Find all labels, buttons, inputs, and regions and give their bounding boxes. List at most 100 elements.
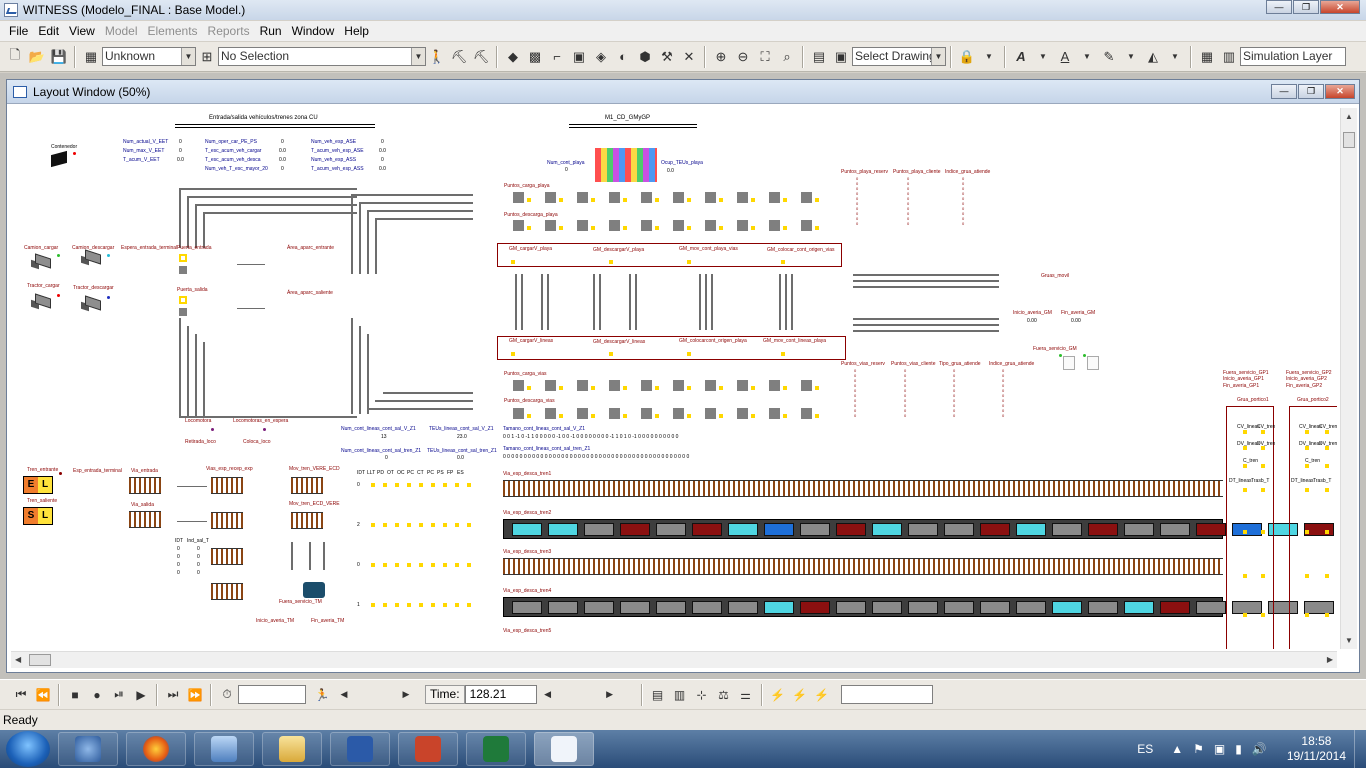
wagon[interactable] [548,523,578,536]
zoom-fit-icon[interactable]: ⛶ [760,48,770,64]
drawing-combo[interactable]: Select Drawing ▼ [852,47,946,66]
network-tray-icon[interactable]: ▣ [1213,742,1226,756]
wagon[interactable] [1016,601,1046,614]
walk-icon[interactable]: 🚶 [428,48,446,64]
scroll-up-icon[interactable]: ▲ [1345,112,1353,121]
rewind-start-icon[interactable]: ⏮ [15,687,27,701]
gate-salida-icon[interactable] [179,296,187,304]
wagon[interactable] [584,601,614,614]
wagon[interactable] [584,523,614,536]
select-drawing-icon[interactable]: ▣ [834,48,848,64]
wagon[interactable] [908,523,938,536]
via-desca-train-4[interactable] [503,597,1334,617]
task-thunderbird[interactable] [58,732,118,766]
menu-elements[interactable]: Elements [147,24,198,38]
wagon[interactable] [620,601,650,614]
via-desca-rail-1[interactable] [503,480,1223,497]
recep-rail[interactable] [211,548,243,565]
truck-icon[interactable] [31,253,53,270]
time-field[interactable]: 128.21 [464,685,537,704]
show-desktop-button[interactable] [1354,730,1366,768]
via-entrada-rail[interactable] [129,477,161,494]
wagon[interactable] [1052,523,1082,536]
report-icon[interactable]: ▤ [651,687,664,702]
speed-slider[interactable] [355,685,395,704]
unit-combo[interactable]: Unknown ▼ [102,47,196,66]
wagon[interactable] [764,523,794,536]
wagon[interactable] [1268,601,1298,614]
menu-run[interactable]: Run [259,24,282,38]
add-element-icon[interactable]: ⊞ [201,48,213,64]
action-2-icon[interactable]: ⚡ [792,687,808,702]
zoom-window-icon[interactable]: ⌕ [783,48,791,64]
wagon[interactable] [728,523,758,536]
via-desca-train-2[interactable] [503,519,1334,539]
step-field[interactable] [238,685,306,704]
action-3-icon[interactable]: ⚡ [814,687,830,702]
fill-color-icon[interactable]: ◭ [1148,48,1158,64]
grua-portico1-panel[interactable] [1226,406,1274,649]
fast-forward-icon[interactable]: ⏩ [187,687,203,702]
zoom-out-icon[interactable]: ⊖ [737,48,749,64]
wagon[interactable] [656,523,686,536]
device-icon[interactable]: ▮ [1235,742,1242,756]
lock-icon[interactable]: 🔒 [958,48,976,64]
wagon[interactable] [1124,601,1154,614]
menu-view[interactable]: View [69,24,95,38]
element-tool-7-icon[interactable]: ⬢ [639,48,651,64]
element-tool-3-icon[interactable]: ⌐ [553,49,561,64]
wagon[interactable] [1160,523,1190,536]
menu-model[interactable]: Model [104,24,138,38]
zoom-in-icon[interactable]: ⊕ [715,48,727,64]
wagon[interactable] [980,523,1010,536]
close-button[interactable]: ✕ [1320,0,1360,14]
action-1-icon[interactable]: ⚡ [770,687,786,702]
maximize-button[interactable]: ❐ [1293,0,1319,14]
wagon[interactable] [1232,601,1262,614]
network-icon[interactable]: ⊹ [696,687,707,702]
chevron-down-icon[interactable]: ▼ [1083,52,1091,61]
stop-icon[interactable]: ■ [71,687,79,702]
runner-icon[interactable]: 🏃 [314,687,330,702]
recep-rail[interactable] [211,477,243,494]
task-word[interactable] [330,732,390,766]
container-pile-icon[interactable] [595,148,657,182]
wagon[interactable] [1232,523,1262,536]
new-file-icon[interactable]: 🗋 [9,46,21,62]
task-firefox[interactable] [126,732,186,766]
wagon[interactable] [656,601,686,614]
wagon[interactable] [908,601,938,614]
wagon[interactable] [1088,523,1118,536]
simulation-canvas[interactable]: Entrada/salida vehículos/trenes zona CU … [11,108,1337,649]
element-tool-2-icon[interactable]: ▩ [528,48,542,64]
truck-icon[interactable] [81,249,103,266]
wagon[interactable] [1088,601,1118,614]
step-icon[interactable]: ⏯ [114,687,124,701]
wagon[interactable] [1160,601,1190,614]
snap-icon[interactable]: ▥ [1222,48,1236,64]
report-2-icon[interactable]: ▥ [673,687,686,702]
wagon[interactable] [1016,523,1046,536]
page-icon[interactable]: ▤ [812,48,826,64]
container-icon[interactable] [51,150,67,168]
wagon[interactable] [1268,523,1298,536]
grid-icon[interactable]: ▦ [1200,48,1214,64]
scroll-left-icon[interactable]: ◀ [15,655,22,664]
wagon[interactable] [980,601,1010,614]
wagon[interactable] [872,601,902,614]
chevron-up-icon[interactable]: ▲ [1171,742,1184,756]
recep-rail[interactable] [211,512,243,529]
wagon[interactable] [512,523,542,536]
minimize-button[interactable]: — [1266,0,1292,14]
element-tool-6-icon[interactable]: ◐ [619,49,627,64]
step-back-icon[interactable]: ⏪ [35,687,51,702]
vertical-scrollbar[interactable]: ▲ ▼ [1340,108,1357,649]
vertical-scroll-thumb[interactable] [1343,132,1355,148]
gate-entrada-icon[interactable] [179,254,187,262]
locomotive-icon[interactable] [303,582,325,598]
tractor-icon[interactable] [31,293,53,310]
hammer-icon[interactable]: ⚒ [661,48,673,64]
task-witness[interactable] [534,732,594,766]
wagon[interactable] [692,601,722,614]
flag-icon[interactable]: ⚑ [1193,742,1204,756]
